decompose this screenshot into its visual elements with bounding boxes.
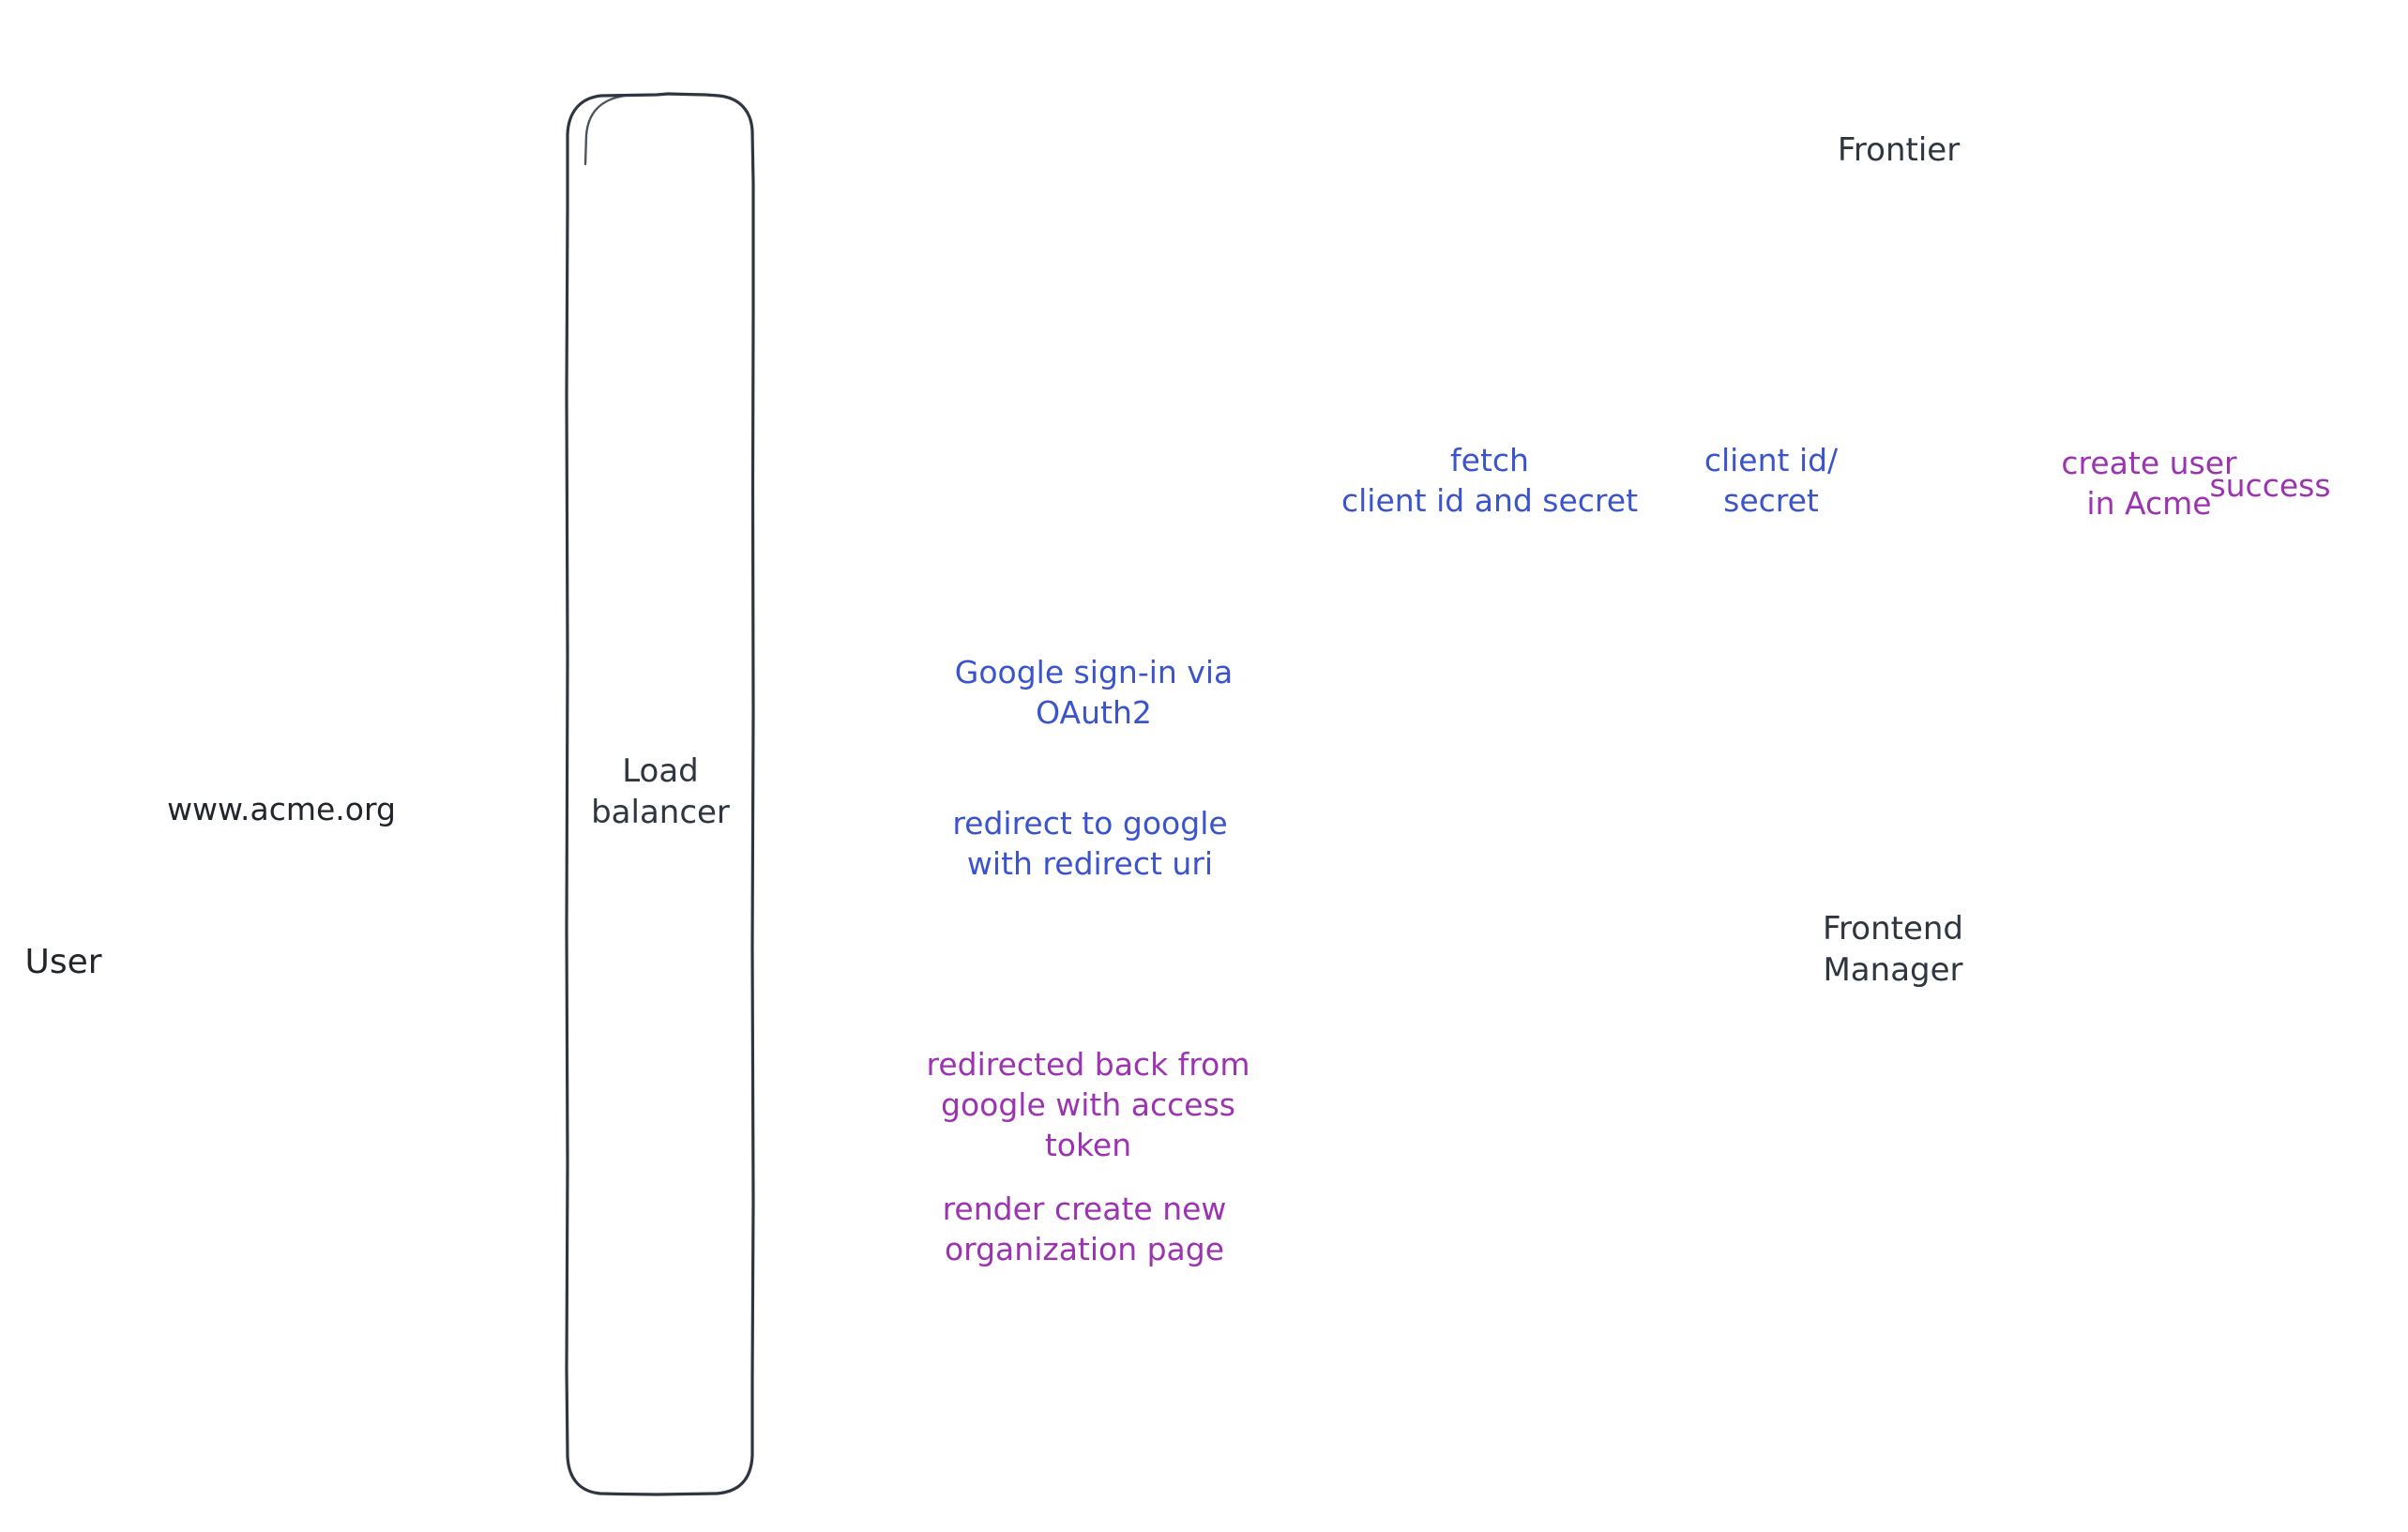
- node-load-balancer[interactable]: [565, 92, 755, 1496]
